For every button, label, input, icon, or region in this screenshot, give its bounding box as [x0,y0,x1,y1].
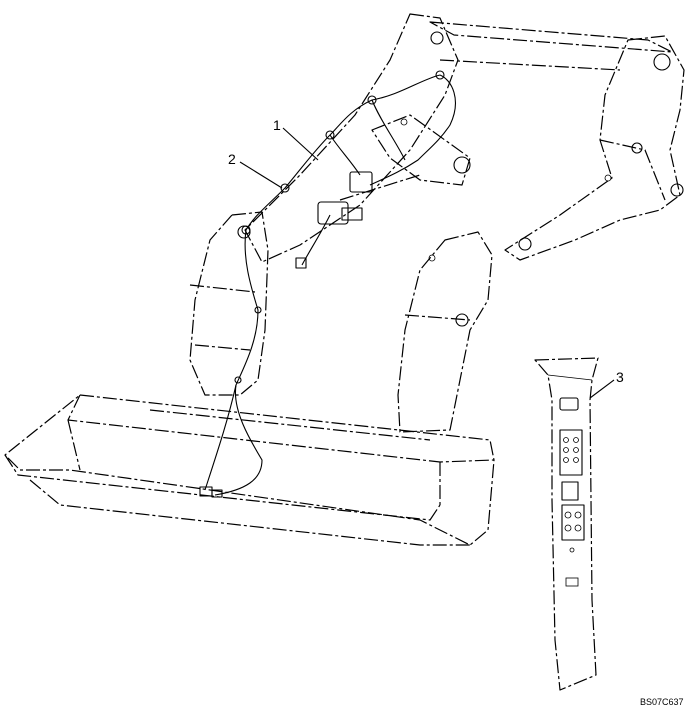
callout-2: 2 [228,151,236,167]
reference-code: BS07C637 [640,697,684,707]
control-handle [534,357,599,691]
wiring-harness [199,70,456,498]
callout-3: 3 [616,369,624,385]
callout-1: 1 [273,117,281,133]
callout-leaders [239,127,615,399]
bucket [4,394,495,546]
loader-frame [189,13,685,433]
